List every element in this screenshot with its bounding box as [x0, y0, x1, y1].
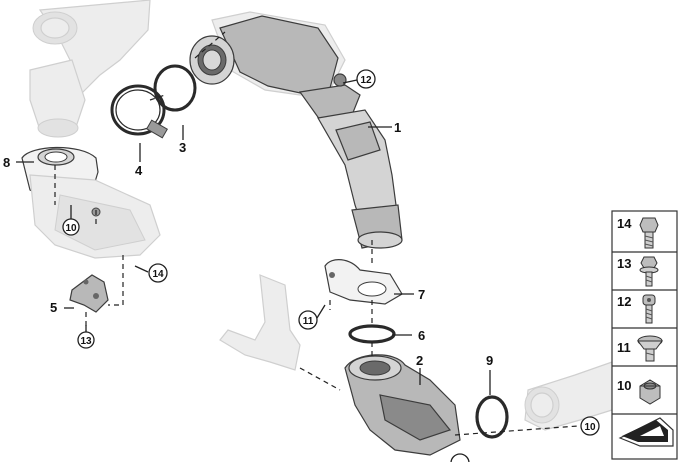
- bracket-left: [69, 274, 109, 313]
- label-1: 1: [394, 120, 401, 135]
- ghost-turbo-pipe: [29, 0, 151, 138]
- callout-11: 11: [298, 310, 318, 330]
- callout-12: 12: [356, 69, 376, 89]
- gasket-7: [324, 259, 403, 305]
- callout-10-right: 10: [580, 416, 600, 436]
- assembly-lines: [54, 31, 579, 436]
- left-converter: [21, 146, 161, 259]
- flat-head-screw-icon: [637, 335, 663, 362]
- label-5: 5: [50, 300, 57, 315]
- svg-text:11: 11: [303, 316, 314, 327]
- hex-bolt-icon: [639, 217, 659, 249]
- label-4: 4: [135, 163, 143, 178]
- svg-text:14: 14: [152, 269, 164, 280]
- arrow-pointer-icon: [618, 417, 674, 447]
- label-6: 6: [418, 328, 425, 343]
- clamp-4: [110, 84, 168, 139]
- hex-nut-icon: [639, 379, 661, 405]
- callout-partial-bottom: [450, 453, 470, 462]
- legend-label-10: 10: [617, 378, 631, 393]
- front-pipe: [189, 11, 403, 249]
- callout-10-left: 10: [62, 218, 80, 236]
- ring-9: [475, 395, 509, 439]
- hex-flange-bolt-icon: [639, 256, 659, 287]
- lower-converter: [344, 354, 461, 456]
- leader-lines: [16, 79, 491, 395]
- legend-label-11: 11: [617, 340, 631, 355]
- callout-14: 14: [148, 263, 168, 283]
- svg-text:10: 10: [65, 223, 77, 234]
- legend-label-14: 14: [617, 216, 632, 231]
- label-8: 8: [3, 155, 10, 170]
- ring-6: [348, 324, 396, 344]
- torx-screw-icon: [642, 294, 656, 324]
- label-9: 9: [486, 353, 493, 368]
- heat-shield-bracket: [219, 274, 301, 371]
- label-3: 3: [179, 140, 186, 155]
- ghost-rear-pipe: [524, 361, 613, 431]
- gasket-3: [153, 64, 197, 112]
- fastener-legend: 14 13 12 11 10: [611, 210, 678, 460]
- label-7: 7: [418, 287, 425, 302]
- callout-13: 13: [77, 331, 95, 349]
- legend-label-12: 12: [617, 294, 631, 309]
- legend-label-13: 13: [617, 256, 631, 271]
- svg-text:13: 13: [80, 336, 92, 347]
- svg-text:10: 10: [584, 422, 596, 433]
- svg-text:12: 12: [360, 75, 372, 86]
- label-2: 2: [416, 353, 423, 368]
